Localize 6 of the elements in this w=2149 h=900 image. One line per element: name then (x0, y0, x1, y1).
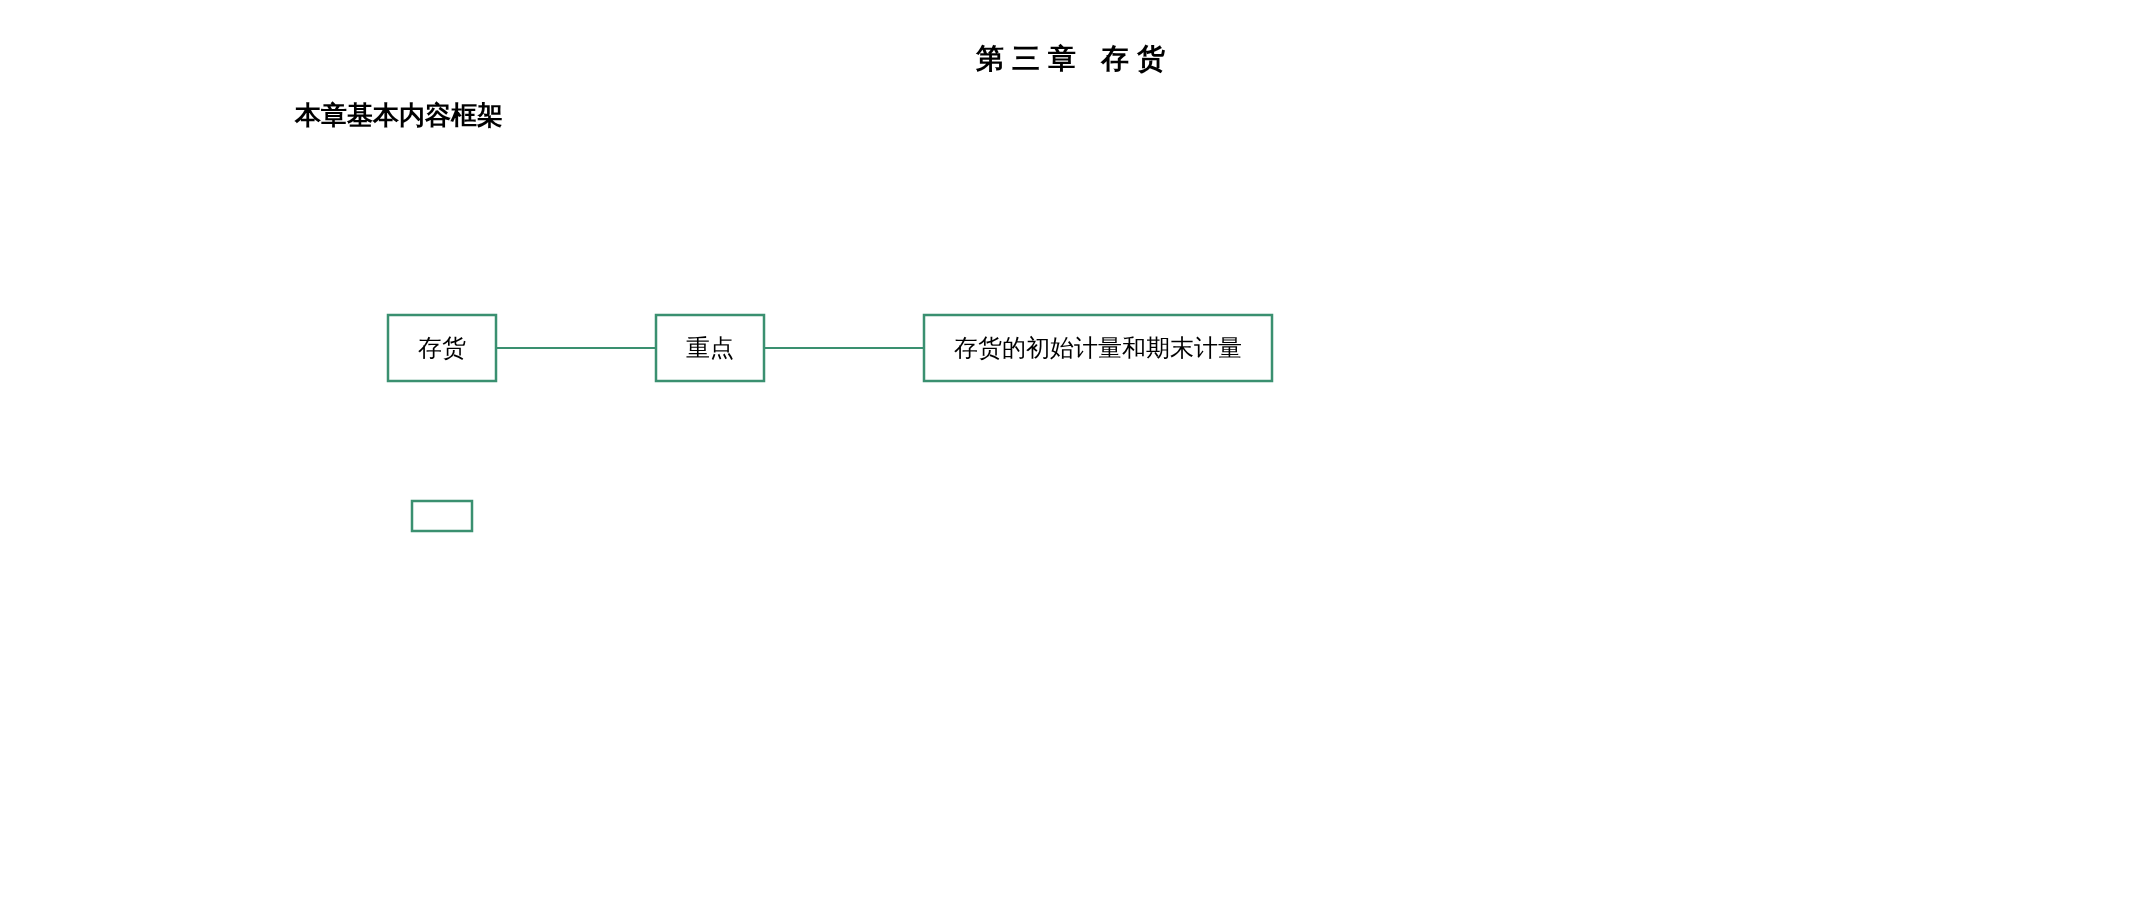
node-box: 存货的初始计量和期末计量 (922, 313, 1274, 383)
section-heading: 本章基本内容框架 (295, 99, 504, 132)
node-box (410, 499, 474, 533)
page-title: 第三章 存货 (974, 41, 1175, 77)
node-box: 重点 (654, 313, 766, 383)
node-box: 存货 (386, 313, 498, 383)
